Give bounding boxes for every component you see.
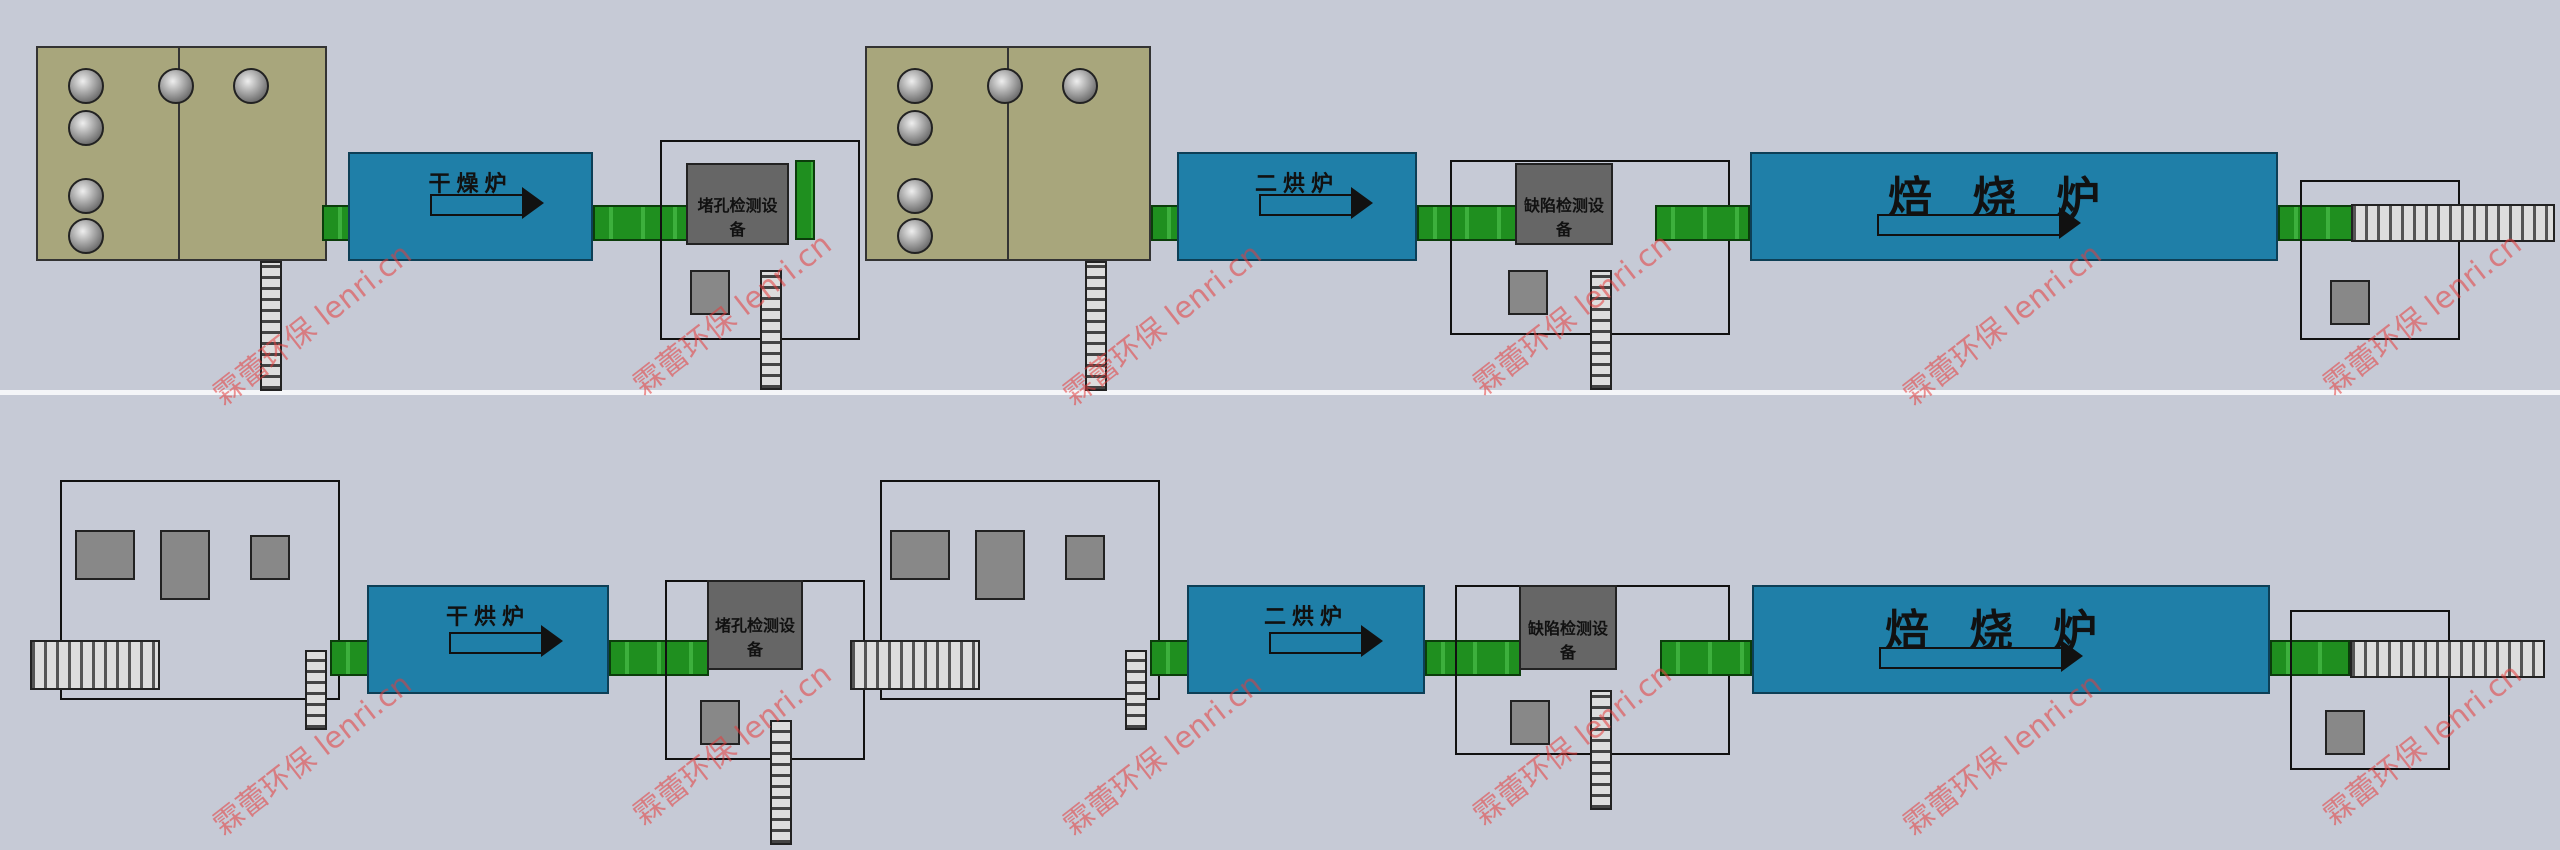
feed-rail [760, 270, 782, 390]
conveyor [1151, 205, 1179, 241]
conveyor [1660, 640, 1752, 676]
conveyor [2270, 640, 2350, 676]
furnace-roasting: 焙烧炉 [1750, 152, 2278, 261]
input-rail [30, 640, 160, 690]
robot-cell [700, 700, 740, 745]
feed-rail [1085, 261, 1107, 391]
equipment-label: 堵孔检测设备 [697, 196, 778, 240]
tank [68, 110, 104, 146]
robot-cell [890, 530, 950, 580]
line-divider [0, 390, 2560, 395]
furnace-roasting: 焙烧炉 [1752, 585, 2270, 694]
output-rail [2350, 640, 2545, 678]
tank [68, 68, 104, 104]
coating-enclosure-2 [865, 46, 1151, 261]
enclosure-partition [1007, 48, 1009, 259]
furnace-label: 二烘炉 [1254, 172, 1339, 197]
tank [1062, 68, 1098, 104]
robot-cell [1065, 535, 1105, 580]
flow-arrow-icon [430, 187, 544, 219]
flow-arrow-icon [449, 625, 563, 657]
robot-cell [160, 530, 210, 600]
hole-inspection-equipment: 堵孔检测设备 [686, 163, 789, 245]
tank [897, 110, 933, 146]
furnace-second: 二烘炉 [1187, 585, 1425, 694]
tank [68, 178, 104, 214]
equipment-label: 堵孔检测设备 [714, 616, 795, 660]
tank [897, 178, 933, 214]
robot-cell [2330, 280, 2370, 325]
robot-cell [75, 530, 135, 580]
flow-arrow-icon [1879, 640, 2083, 672]
conveyor [795, 160, 815, 240]
input-rail [850, 640, 980, 690]
furnace-second: 二烘炉 [1177, 152, 1417, 261]
conveyor [609, 640, 709, 676]
furnace-label: 干烘炉 [445, 605, 530, 630]
feed-rail [305, 650, 327, 730]
tank [158, 68, 194, 104]
safety-fence [2290, 610, 2450, 770]
tank [987, 68, 1023, 104]
feed-rail [1590, 270, 1612, 390]
tank [233, 68, 269, 104]
robot-cell [1508, 270, 1548, 315]
equipment-label: 缺陷检测设备 [1523, 196, 1604, 240]
furnace-drying: 干燥炉 [348, 152, 593, 261]
robot-cell [975, 530, 1025, 600]
conveyor [1417, 205, 1517, 241]
safety-fence [60, 480, 340, 700]
feed-rail [1125, 650, 1147, 730]
safety-fence [2300, 180, 2460, 340]
feed-rail [260, 261, 282, 391]
feed-rail [770, 720, 792, 845]
equipment-label: 缺陷检测设备 [1527, 619, 1608, 663]
feed-rail [1590, 690, 1612, 810]
conveyor [330, 640, 370, 676]
robot-cell [250, 535, 290, 580]
coating-enclosure-1 [36, 46, 327, 261]
enclosure-partition [178, 48, 180, 259]
safety-fence [880, 480, 1160, 700]
furnace-label: 二烘炉 [1263, 605, 1348, 630]
robot-cell [1510, 700, 1550, 745]
furnace-drying: 干烘炉 [367, 585, 609, 694]
flow-arrow-icon [1269, 625, 1383, 657]
conveyor [1655, 205, 1750, 241]
robot-cell [690, 270, 730, 315]
output-rail [2351, 204, 2555, 242]
flow-arrow-icon [1877, 207, 2081, 239]
tank [897, 68, 933, 104]
flow-arrow-icon [1259, 187, 1373, 219]
conveyor [593, 205, 688, 241]
furnace-label: 干燥炉 [428, 172, 513, 197]
defect-inspection-equipment: 缺陷检测设备 [1515, 163, 1613, 245]
tank [68, 218, 104, 254]
conveyor [1150, 640, 1190, 676]
defect-inspection-equipment: 缺陷检测设备 [1519, 585, 1617, 670]
tank [897, 218, 933, 254]
hole-inspection-equipment: 堵孔检测设备 [707, 580, 803, 670]
robot-cell [2325, 710, 2365, 755]
